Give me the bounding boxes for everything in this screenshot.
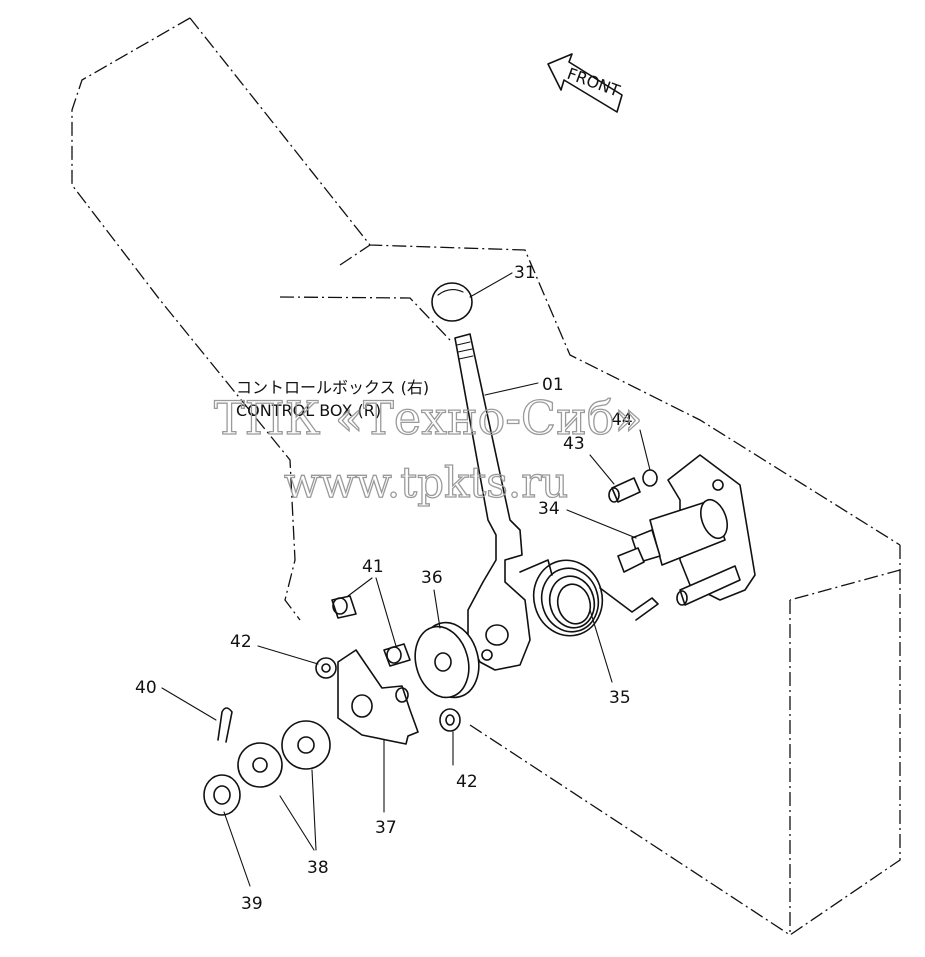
part-number-38: 38	[307, 858, 329, 878]
part-knob	[431, 282, 473, 322]
part-bolts-41	[331, 595, 411, 667]
part-cotter-pin	[217, 707, 233, 743]
part-star-washers	[237, 720, 331, 788]
front-arrow: FRONT	[547, 53, 623, 113]
part-number-39: 39	[241, 894, 263, 914]
part-number-31: 31	[514, 263, 536, 283]
box-label-english: CONTROL BOX (R)	[236, 401, 381, 420]
part-number-41: 41	[362, 557, 384, 577]
part-number-42-lower: 42	[456, 772, 478, 792]
part-lockwasher-44	[642, 469, 658, 487]
leader-lines	[161, 272, 651, 887]
part-number-37: 37	[375, 818, 397, 838]
part-number-42-upper: 42	[230, 632, 252, 652]
watermark: ТПК «Техно-Сиб» www.tpkts.ru	[213, 390, 643, 507]
part-spring	[519, 559, 659, 637]
part-nut-42b	[439, 708, 461, 732]
part-nut-42a	[315, 657, 337, 679]
part-number-35: 35	[609, 688, 631, 708]
control-box-outline	[71, 17, 901, 936]
part-number-36: 36	[421, 568, 443, 588]
part-lever	[454, 333, 531, 671]
part-number-34: 34	[538, 499, 560, 519]
part-number-01: 01	[542, 375, 564, 395]
part-nut-39	[203, 774, 241, 816]
part-numbers: 31 01 44 43 34 36 41 42 42 35 40 37 38 3…	[135, 263, 633, 914]
part-washer	[414, 621, 480, 699]
watermark-company: ТПК «Техно-Сиб»	[214, 391, 643, 445]
front-arrow-label: FRONT	[565, 64, 623, 101]
watermark-url: www.tpkts.ru	[284, 458, 568, 507]
part-number-44: 44	[611, 410, 633, 430]
part-number-40: 40	[135, 678, 157, 698]
part-solenoid-bracket	[617, 454, 756, 606]
part-bolt-43	[608, 477, 641, 503]
part-plate	[337, 649, 419, 745]
box-label-japanese: コントロールボックス (右)	[236, 378, 429, 397]
part-number-43: 43	[563, 434, 585, 454]
